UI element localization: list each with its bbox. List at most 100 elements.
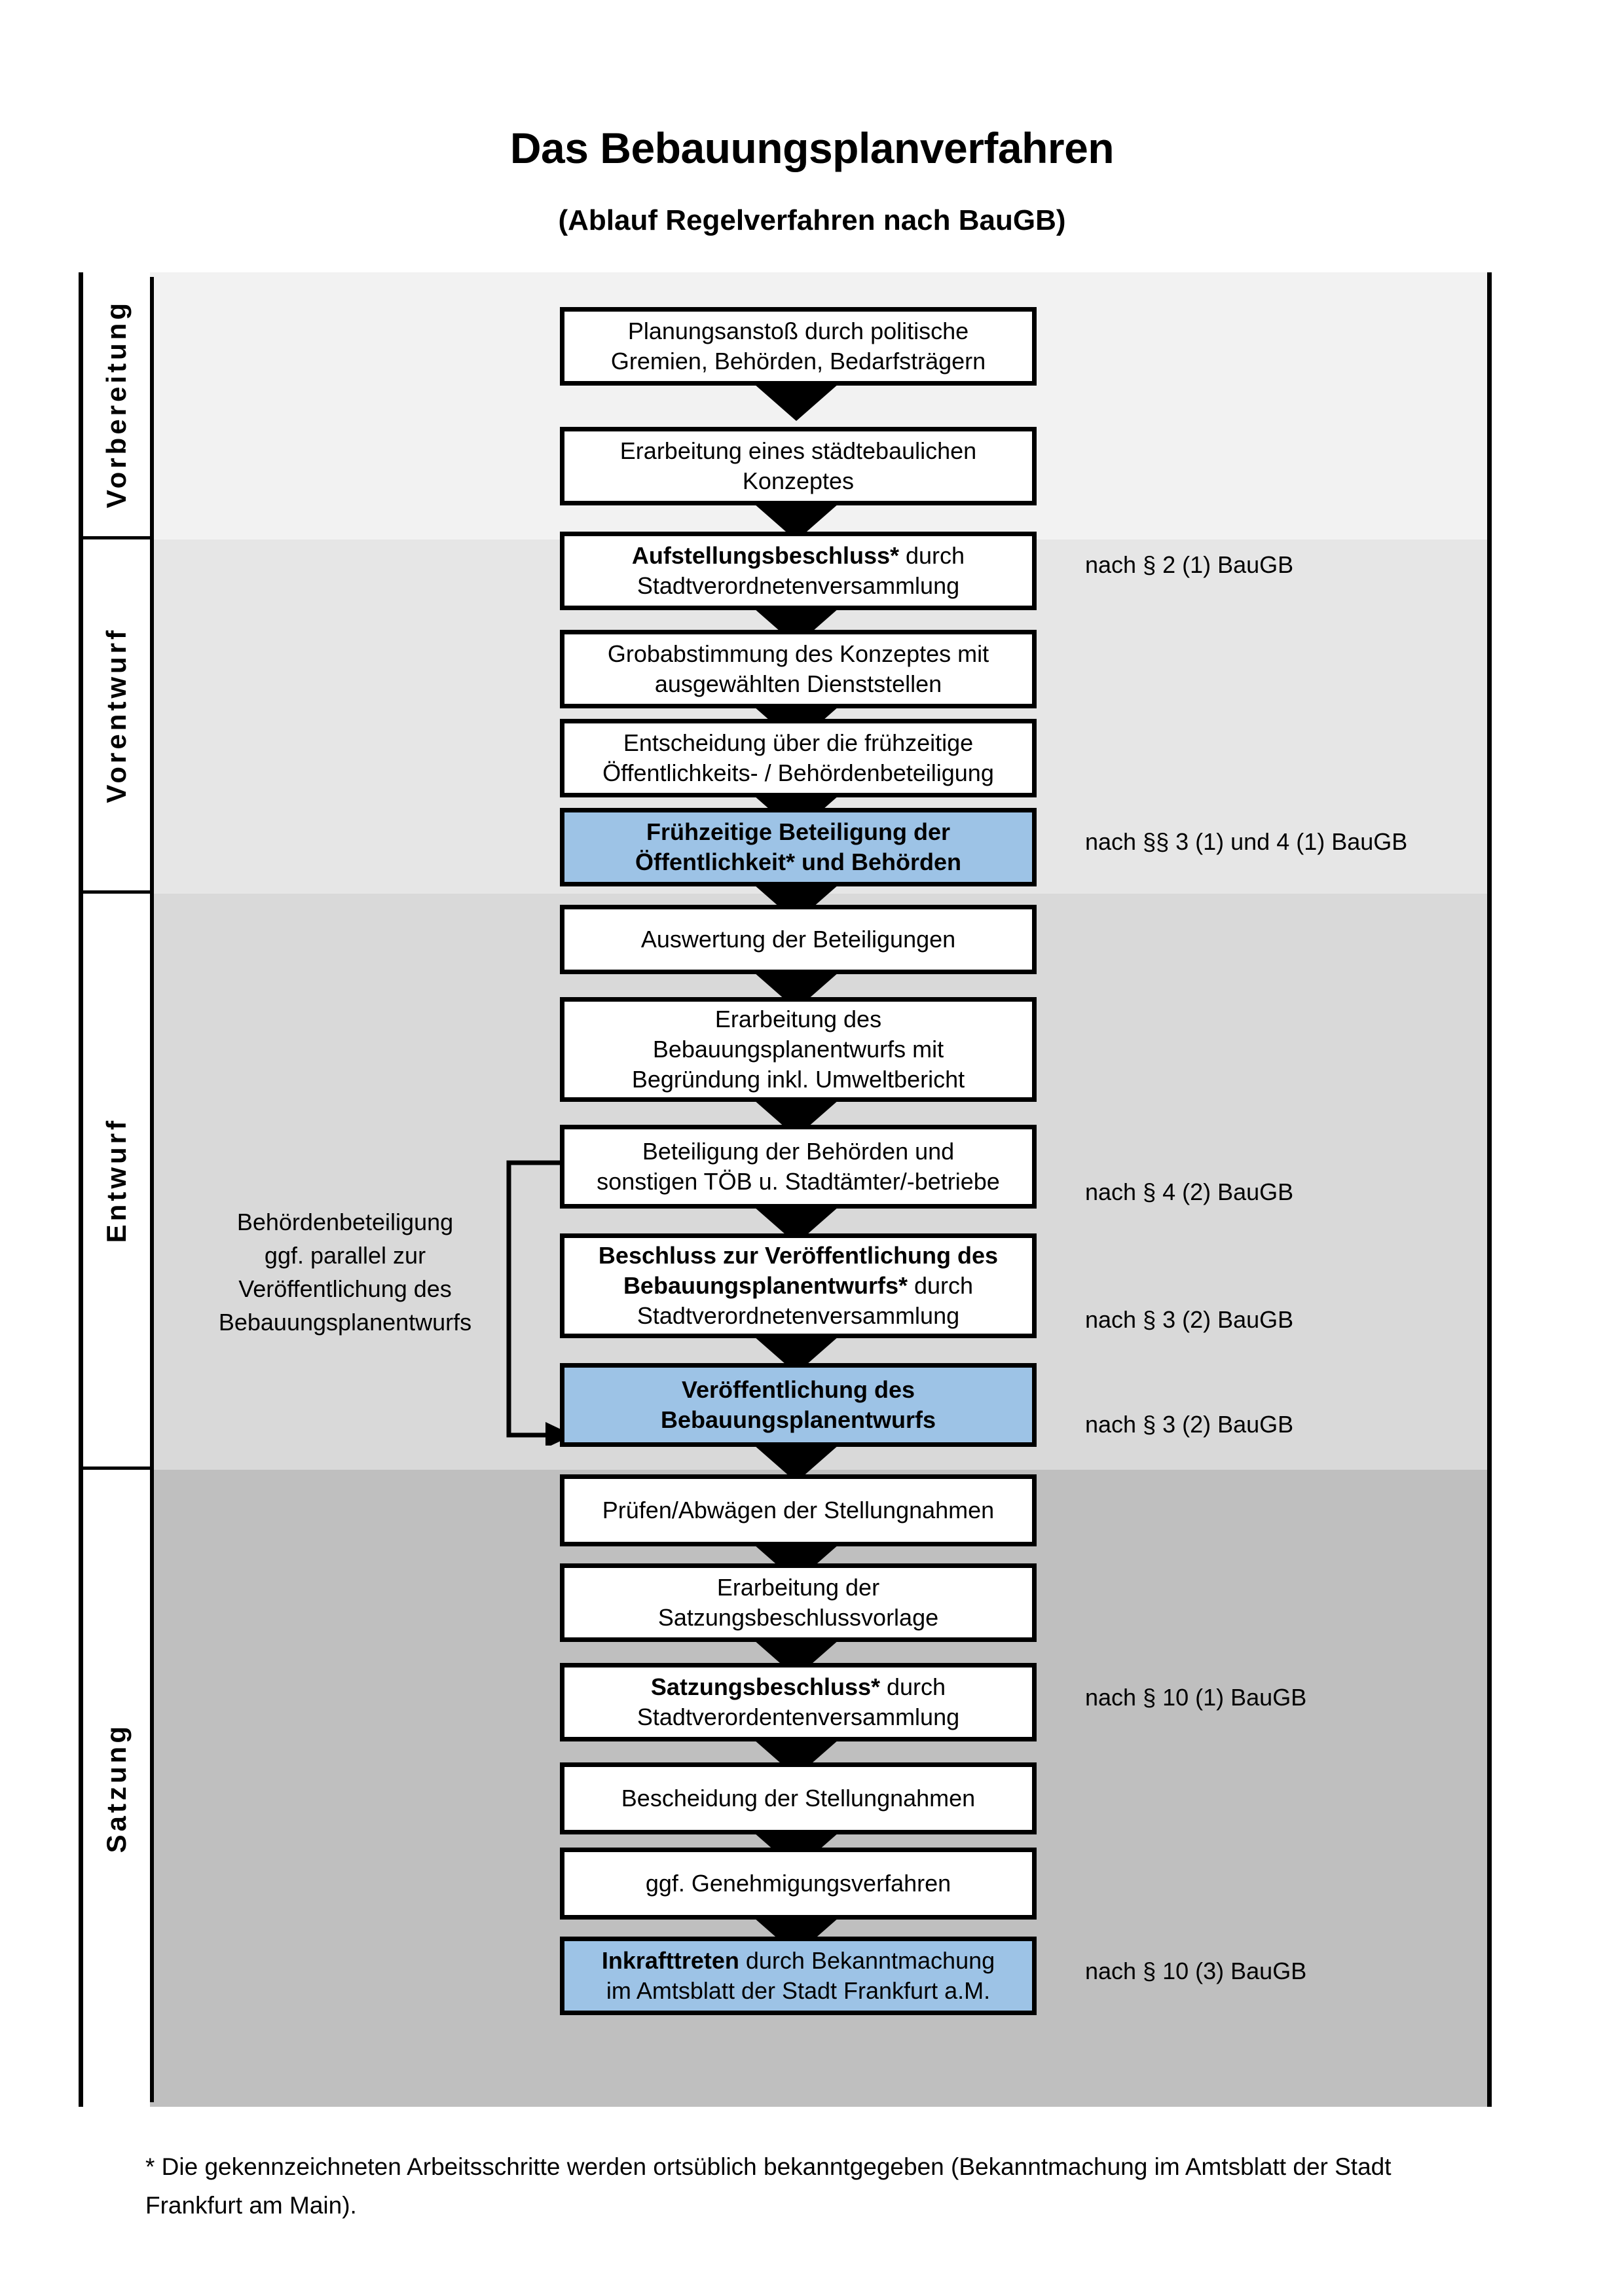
step-box-line: Prüfen/Abwägen der Stellungnahmen [602, 1496, 995, 1523]
step-box-auswertung: Auswertung der Beteiligungen [560, 905, 1037, 974]
label-column-divider [150, 277, 154, 2102]
step-box-line: Öffentlichkeit* und Behörden [635, 848, 962, 875]
step-box-line: Entscheidung über die frühzeitige [623, 729, 974, 756]
step-box-line: Beschluss zur Veröffentlichung des [599, 1241, 998, 1271]
step-box-line: Satzungsbeschluss* durch [650, 1673, 946, 1700]
step-box-line: Beteiligung der Behörden und [642, 1137, 955, 1165]
step-box-line: Begründung inkl. Umweltbericht [631, 1066, 965, 1093]
step-box-text: Grobabstimmung des Konzeptes mit ausgewäh… [600, 639, 997, 699]
legal-note-satzungsbeschluss: nach § 10 (1) BauGB [1085, 1684, 1307, 1711]
step-box-text: Beteiligung der Behörden und sonstigen TÖ… [589, 1137, 1008, 1197]
side-annotation-line: Behördenbeteiligung [236, 1209, 454, 1235]
step-box-text: Prüfen/Abwägen der Stellungnahmen [595, 1495, 1002, 1525]
step-box-text: Auswertung der Beteiligungen [633, 924, 963, 955]
phase-label-vorbereitung: Vorbereitung [83, 272, 150, 539]
step-box-line: Planungsanstoß durch politische [627, 317, 969, 344]
step-box-beteiligung-behoerden: Beteiligung der Behörden und sonstigen TÖ… [560, 1125, 1037, 1209]
legal-note-inkrafttreten: nach § 10 (3) BauGB [1085, 1958, 1307, 1984]
legal-note-veroeffentlichung: nach § 3 (2) BauGB [1085, 1411, 1294, 1438]
step-box-line: Inkrafttreten durch Bekanntmachung [601, 1946, 995, 1974]
legal-note-beteiligung-behoerden: nach § 4 (2) BauGB [1085, 1178, 1294, 1205]
bold-text: Beschluss zur Veröffentlichung des [598, 1241, 999, 1269]
phase-label-satzung: Satzung [83, 1470, 150, 2107]
bold-text: Aufstellungsbeschluss* [631, 541, 900, 569]
side-annotation-line: Veröffentlichung des [238, 1275, 452, 1303]
phase-label-text: Vorbereitung [101, 300, 132, 509]
step-box-line: Satzungsbeschlussvorlage [657, 1604, 939, 1631]
step-box-line: Erarbeitung der [716, 1573, 880, 1601]
phase-label-entwurf: Entwurf [83, 894, 150, 1470]
step-box-grobabstimmung: Grobabstimmung des Konzeptes mit ausgewäh… [560, 630, 1037, 708]
title-block: Das Bebauungsplanverfahren (Ablauf Regel… [0, 0, 1624, 237]
bypass-connector-svg [506, 1160, 573, 1448]
step-box-line: Frühzeitige Beteiligung der [646, 818, 951, 845]
step-box-line: ausgewählten Dienststellen [654, 670, 942, 697]
step-box-text: ggf. Genehmigungsverfahren [638, 1868, 959, 1899]
bold-text: Inkrafttreten [601, 1946, 739, 1974]
step-box-line: Öffentlichkeits- / Behördenbeteiligung [602, 759, 994, 786]
step-box-line: Gremien, Behörden, Bedarfsträgern [610, 348, 986, 374]
step-box-line: Konzeptes [742, 467, 855, 494]
phase-label-text: Vorentwurf [101, 627, 132, 803]
step-box-line: Aufstellungsbeschluss* durch [631, 541, 965, 569]
step-box-line: Bebauungsplanentwurfs* durch [623, 1271, 974, 1299]
step-box-line: ggf. Genehmigungsverfahren [645, 1869, 951, 1897]
step-box-line: sonstigen TÖB u. Stadtämter/-betriebe [597, 1168, 1000, 1195]
bold-text: Satzungsbeschluss* [650, 1673, 881, 1700]
footnote: * Die gekennzeichneten Arbeitsschritte w… [145, 2153, 1392, 2219]
step-box-bescheidung: Bescheidung der Stellungnahmen [560, 1762, 1037, 1834]
step-box-inkrafttreten: Inkrafttreten durch Bekanntmachung im Amt… [560, 1937, 1037, 2015]
step-box-line: Auswertung der Beteiligungen [640, 925, 956, 953]
step-box-line: Stadtverordentenversammlung [637, 1704, 960, 1730]
legal-note-aufstellungsbeschluss: nach § 2 (1) BauGB [1085, 551, 1294, 578]
page-subtitle: (Ablauf Regelverfahren nach BauGB) [558, 204, 1066, 236]
phase-label-text: Satzung [101, 1723, 132, 1853]
step-box-line: Bebauungsplanentwurfs mit [652, 1035, 944, 1063]
step-box-genehmigungsverfahren: ggf. Genehmigungsverfahren [560, 1848, 1037, 1920]
step-box-line: Bebauungsplanentwurfs [660, 1406, 936, 1433]
step-box-line: Stadtverordnetenversammlung [637, 572, 960, 599]
step-box-line: Veröffentlichung des [681, 1376, 915, 1403]
step-box-line: Grobabstimmung des Konzeptes mit [607, 640, 989, 667]
step-box-line: im Amtsblatt der Stadt Frankfurt a.M. [606, 1977, 991, 2004]
step-box-line: Stadtverordnetenversammlung [637, 1302, 960, 1330]
bypass-connector [502, 1157, 574, 1448]
legal-note-fruehzeitige-beteiligung: nach §§ 3 (1) und 4 (1) BauGB [1085, 828, 1408, 855]
side-annotation-line: Bebauungsplanentwurfs [218, 1309, 472, 1336]
step-box-line: Erarbeitung des [714, 1005, 882, 1032]
step-box-text: Inkrafttreten durch Bekanntmachung im Amt… [594, 1946, 1003, 2006]
step-box-pruefen-abwaegen: Prüfen/Abwägen der Stellungnahmen [560, 1474, 1037, 1546]
page-title: Das Bebauungsplanverfahren [509, 124, 1115, 172]
step-box-text: Bescheidung der Stellungnahmen [614, 1783, 983, 1813]
bold-text: Bebauungsplanentwurfs* [623, 1271, 908, 1299]
legal-note-beschluss-veroeffentlichung: nach § 3 (2) BauGB [1085, 1306, 1294, 1333]
step-box-line: Erarbeitung eines städtebaulichen [619, 437, 977, 464]
phase-label-text: Entwurf [101, 1117, 132, 1243]
side-annotation-line: ggf. parallel zur [264, 1242, 426, 1269]
flow-arrow-down [748, 379, 844, 421]
step-box-line: Bescheidung der Stellungnahmen [621, 1784, 976, 1812]
phase-label-vorentwurf: Vorentwurf [83, 539, 150, 894]
